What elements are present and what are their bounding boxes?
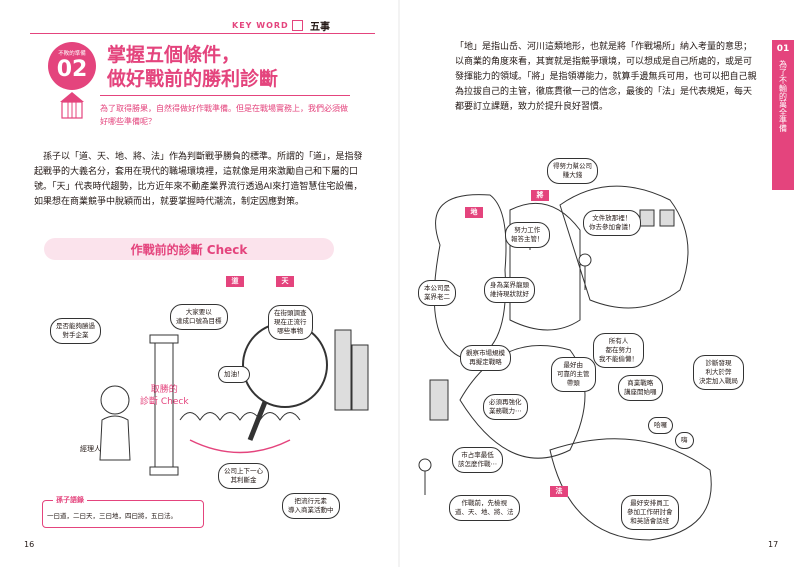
page-number-right: 17 xyxy=(768,540,779,549)
check-title: 作戰前的診斷 Check xyxy=(130,243,248,257)
bubble-check-five: 作戰前，先檢視 道、天、地、將、法 xyxy=(449,495,520,521)
keyword-title: 五事 xyxy=(310,22,330,33)
bubble-workshop: 最好安排員工 參加工作研討會 和英語會話班 xyxy=(621,495,679,530)
side-tab: 01 為了不輸的萬全準備 xyxy=(772,40,794,190)
manager-label: 經理人 xyxy=(80,445,101,453)
bubble-unite: 公司上下一心 其利斷金 xyxy=(218,463,269,489)
page-title: 掌握五個條件， 做好戰前的勝利診斷 xyxy=(107,44,279,90)
bubble-second-place: 本公司是 業界老二 xyxy=(418,280,456,306)
bubble-no-slacking: 所有人 都在努力 我不能偷懶！ xyxy=(593,333,644,368)
subtitle: 為了取得勝果，自然得做好作戰準備。但是在戰場實務上，我們必須做好哪些準備呢？ xyxy=(100,104,348,126)
sunzi-quote-box: 孫子語錄 一曰道，二曰天，三曰地，四曰將，五曰法。 xyxy=(42,495,204,528)
page-gutter xyxy=(398,0,400,567)
side-tab-number: 01 xyxy=(776,44,790,54)
castle-icon xyxy=(60,92,84,119)
right-illustration xyxy=(418,185,712,541)
side-tab-text: 為了不輸的萬全準備 xyxy=(778,60,788,132)
check-banner: 作戰前的診斷 Check xyxy=(44,238,334,260)
bubble-market-size: 觀察市場規模 再擬定戰略 xyxy=(460,345,511,371)
tag-di: 地 xyxy=(465,207,483,218)
checkbox-icon xyxy=(291,20,303,31)
bubble-strategy-seminar: 商業戰略 講座開始囉 xyxy=(618,375,663,401)
tag-fa: 法 xyxy=(550,486,568,497)
badge-label: 不敗的準備 xyxy=(58,51,86,57)
chapter-badge: 不敗的準備 02 xyxy=(48,42,96,122)
sunzi-title: 孫子語錄 xyxy=(53,495,87,505)
header-rule xyxy=(30,33,375,34)
bubble-lowest-share: 市占率最低 該怎麼作戰⋯ xyxy=(452,447,503,473)
diagnosis-label: 取勝的 診斷 Check xyxy=(140,385,189,407)
bubble-cheer: 加油！ xyxy=(218,366,250,383)
left-illustration xyxy=(99,322,369,476)
bubble-industry-leader: 身為業界龍頭 維持現狀就好 xyxy=(484,277,535,303)
bubble-hello: 哈囉 xyxy=(648,417,673,434)
bubble-repay-boss: 努力工作 報答主管！ xyxy=(505,222,550,248)
tag-dao: 道 xyxy=(226,276,244,287)
badge-number: 02 xyxy=(56,57,88,82)
body-text: 孫子以「道、天、地、將、法」作為判斷戰爭勝負的標準。所謂的「道」，是指發起戰爭的… xyxy=(34,152,363,207)
bubble-reliable-boss: 最好由 可靠的主管 帶頭 xyxy=(551,357,596,392)
bubble-join-battle: 診斷發現 利大於弊 決定加入戰局 xyxy=(693,355,744,390)
tag-jiang: 將 xyxy=(531,190,549,201)
title-rule xyxy=(100,95,350,96)
bubble-documents: 文件放那裡！ 你去參加會議！ xyxy=(583,210,641,236)
bubble-hi: 嗨 xyxy=(675,432,694,449)
bubble-street-survey: 在街頭調查 現在正流行 哪些事物 xyxy=(268,305,313,340)
bubble-trend: 把流行元素 導入商業活動中 xyxy=(282,493,340,519)
left-page: KEY WORD 五事 不敗的準備 02 掌握五個條件， 做好戰前的勝利診斷 為… xyxy=(0,0,399,567)
body-text-right: 「地」是指山岳、河川這類地形，也就是將「作戰場所」納入考量的意思；以商業的角度來… xyxy=(455,42,757,112)
bubble-slogan: 大家要以 達成口號為目標 xyxy=(170,304,228,330)
badge-circle: 不敗的準備 02 xyxy=(48,42,96,90)
bubble-strengthen-sales: 必須再強化 業務戰力⋯ xyxy=(483,394,528,420)
tag-tian: 天 xyxy=(276,276,294,287)
page-number-left: 16 xyxy=(24,540,35,549)
sunzi-text: 一曰道，二曰天，三曰地，四曰將，五曰法。 xyxy=(47,512,177,520)
keyword-label: KEY WORD xyxy=(232,20,303,31)
bubble-earn-money: 得努力幫公司 賺大錢 xyxy=(547,158,598,184)
bubble-compete: 是否能夠勝過 對手企業 xyxy=(50,318,101,344)
